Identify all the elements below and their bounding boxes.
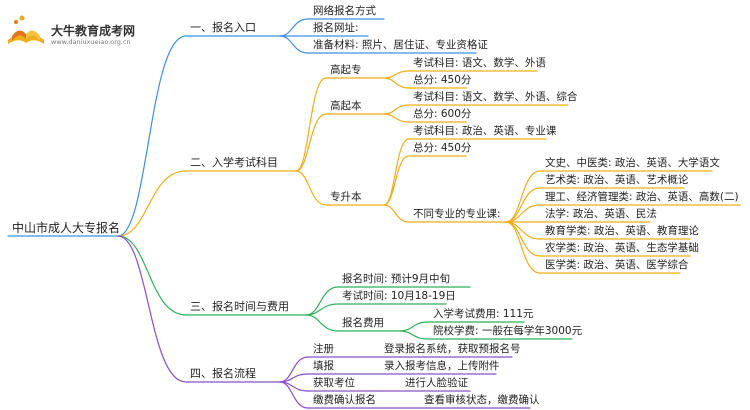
major-item: 教育学类: 政治、英语、教育理论 xyxy=(545,225,699,237)
zsb-majors-label: 不同专业的专业课: xyxy=(413,208,501,220)
edge-root-s2 xyxy=(117,170,187,237)
section-4-title: 四、报名流程 xyxy=(190,367,256,380)
connector-curve xyxy=(383,155,410,206)
edge-major-6 xyxy=(505,221,541,274)
step-desc: 进行人脸验证 xyxy=(405,377,468,389)
major-item: 艺术类: 政治、英语、艺术概论 xyxy=(545,174,689,186)
edge-step-0 xyxy=(279,356,309,383)
major-item: 医学类: 政治、英语、医学综合 xyxy=(545,259,689,271)
s1-item-url: 报名网址: xyxy=(313,22,359,34)
connector-curve xyxy=(295,170,327,206)
step-name: 填报 xyxy=(313,360,334,372)
connector-curve xyxy=(279,18,309,37)
step-desc: 查看审核状态，缴费确认 xyxy=(424,394,540,406)
gqb-score: 总分: 600分 xyxy=(413,108,472,120)
connector-curve xyxy=(305,314,339,332)
edge-root-s4 xyxy=(117,235,187,383)
gqz-label: 高起专 xyxy=(330,64,362,76)
major-item: 文史、中医类: 政治、英语、大学语文 xyxy=(545,157,720,169)
s1-item-materials: 准备材料: 照片、居住证、专业资格证 xyxy=(313,39,488,51)
connector-curve xyxy=(383,138,410,206)
major-item: 农学类: 政治、英语、生态学基础 xyxy=(545,242,699,254)
gqz-subjects: 考试科目: 语文、数学、外语 xyxy=(413,57,546,69)
connector-curve xyxy=(383,104,410,115)
connector-curve xyxy=(295,113,327,172)
fee-label: 报名费用 xyxy=(342,317,384,329)
zsb-subjects: 考试科目: 政治、英语、专业课 xyxy=(413,125,557,137)
zsb-score: 总分: 450分 xyxy=(413,142,472,154)
book-logo-icon xyxy=(8,15,44,44)
connector-curve xyxy=(383,70,410,79)
s1-item-online: 网络报名方式 xyxy=(313,5,376,17)
connector-curve xyxy=(399,330,429,340)
connector-curve xyxy=(295,77,327,172)
signup-time: 报名时间: 预计9月中旬 xyxy=(342,273,451,285)
zsb-label: 专升本 xyxy=(330,191,362,203)
connector-curve xyxy=(383,113,410,123)
step-desc: 登录报名系统，获取预报名号 xyxy=(384,343,521,355)
gqb-label: 高起本 xyxy=(330,100,362,112)
section-3-title: 三、报名时间与费用 xyxy=(190,300,289,313)
edge-major-0 xyxy=(505,170,541,223)
major-item: 法学: 政治、英语、民法 xyxy=(545,208,657,220)
connector-curve xyxy=(279,35,309,54)
logo-name: 大牛教育成考网 xyxy=(51,24,136,38)
section-1-title: 一、报名入口 xyxy=(190,21,256,34)
step-name: 获取考位 xyxy=(313,377,355,389)
connector-curve xyxy=(305,303,339,316)
connector-curve xyxy=(383,77,410,89)
root-topic: 中山市成人大专报名 xyxy=(12,221,121,235)
connector-curve xyxy=(305,286,339,316)
site-logo: 大牛教育成考网 www.daniuxueiao.org.cn xyxy=(4,12,154,52)
gqz-score: 总分: 450分 xyxy=(413,74,472,86)
logo-url: www.daniuxueiao.org.cn xyxy=(51,38,131,46)
step-desc: 录入报考信息，上传附件 xyxy=(384,360,500,372)
edge-root-s3 xyxy=(117,235,187,316)
major-item: 理工、经济管理类: 政治、英语、高数(二) xyxy=(545,191,739,203)
edge-step-3 xyxy=(279,381,309,409)
section-2-title: 二、入学考试科目 xyxy=(190,156,278,169)
step-name: 缴费确认报名 xyxy=(313,394,376,406)
step-name: 注册 xyxy=(313,343,334,355)
fee-tuition: 院校学费: 一般在每学年3000元 xyxy=(433,325,583,337)
exam-time: 考试时间: 10月18-19日 xyxy=(342,290,456,302)
connector-curve xyxy=(383,204,410,223)
edge-root-s1 xyxy=(117,35,187,237)
gqb-subjects: 考试科目: 语文、数学、外语、综合 xyxy=(413,91,578,103)
fee-exam: 入学考试费用: 111元 xyxy=(433,308,534,320)
connector-curve xyxy=(399,321,429,332)
